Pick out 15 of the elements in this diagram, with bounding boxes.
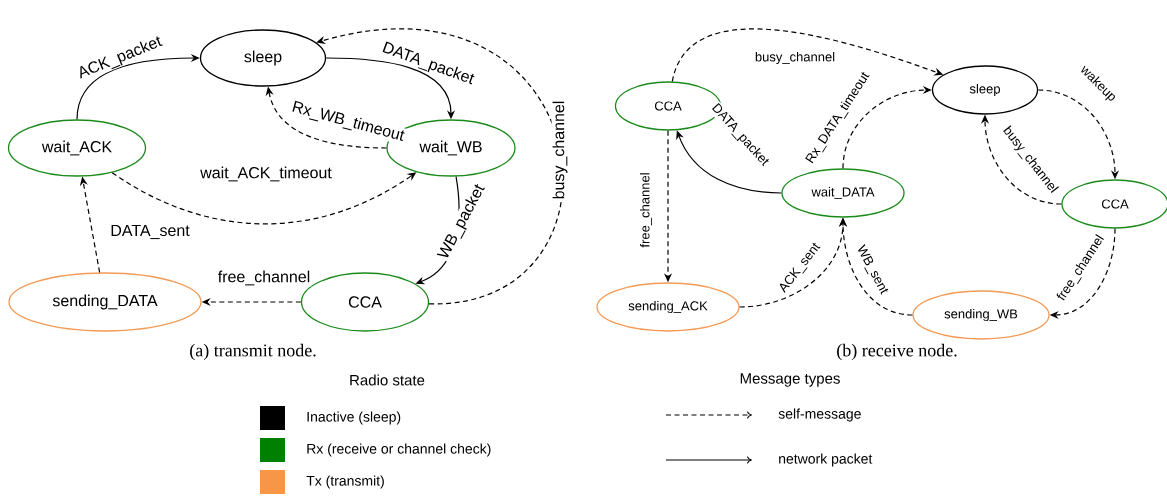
edge-label: free_channel <box>216 269 312 287</box>
legend-heading: Message types <box>740 373 840 387</box>
edge-label: DATA_sent <box>109 223 191 241</box>
caption: (b) receive node. <box>837 343 957 361</box>
legend-text: network packet <box>779 453 873 467</box>
legend-text: self-message <box>778 408 861 422</box>
caption: (a) transmit node. <box>190 343 316 361</box>
legend-text: Inactive (sleep) <box>307 411 401 425</box>
legend-text: Rx (receive or channel check) <box>307 443 491 457</box>
edge-label: busy_channel <box>551 99 569 201</box>
edge-label: free_channel <box>639 171 653 249</box>
edge-label: wait_ACK_timeout <box>199 165 333 183</box>
legend-heading: Radio state <box>350 374 425 386</box>
edge-label: busy_channel <box>753 50 837 66</box>
legend-text: Tx (transmit) <box>306 475 384 489</box>
